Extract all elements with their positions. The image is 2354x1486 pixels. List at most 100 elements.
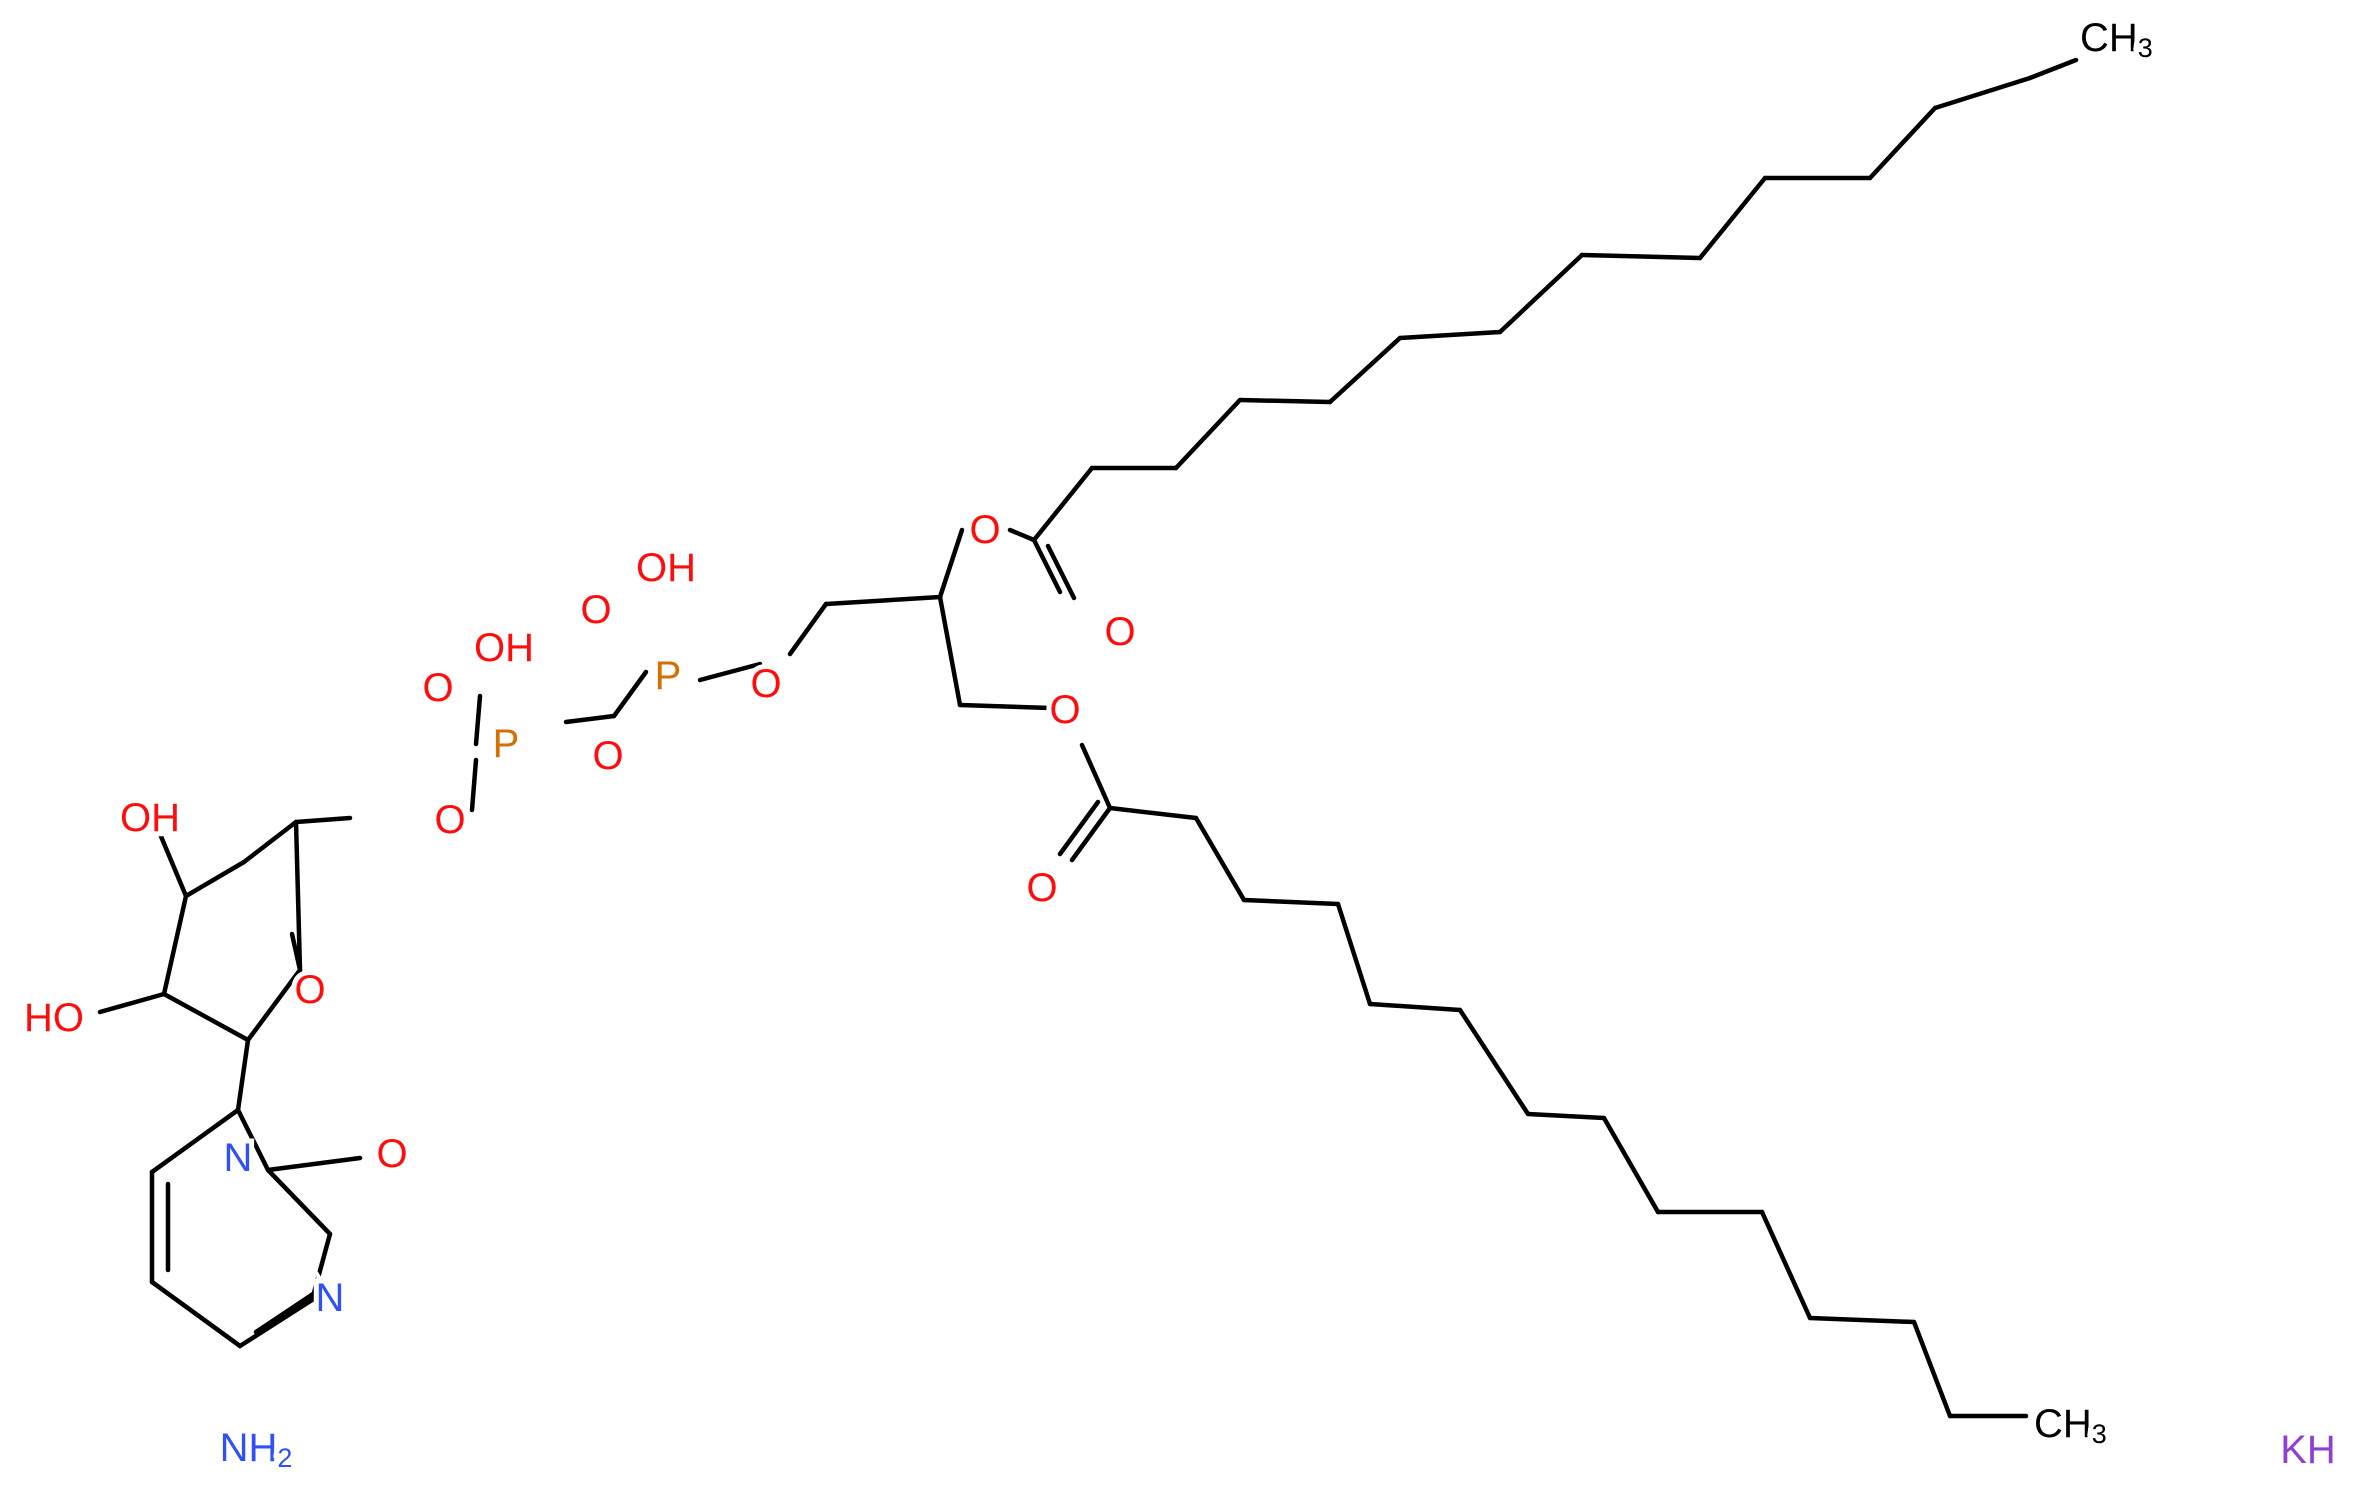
atom-symbol: O bbox=[1049, 688, 1080, 732]
atom-symbol: NH bbox=[220, 1426, 278, 1470]
atom-subscript: 2 bbox=[277, 1443, 292, 1473]
bond-line bbox=[237, 1297, 315, 1349]
bond-line bbox=[235, 1037, 251, 1113]
atom-symbol: O bbox=[580, 588, 611, 632]
atom-symbol: KH bbox=[2280, 1428, 2336, 1472]
bond-line bbox=[937, 594, 963, 708]
bond-line bbox=[253, 1289, 319, 1335]
bond-line bbox=[1601, 1115, 1661, 1215]
atom-label-n1: N bbox=[224, 1136, 253, 1180]
bond-line bbox=[2027, 57, 2079, 81]
bond-line bbox=[241, 819, 299, 865]
bond-line bbox=[473, 693, 483, 747]
atom-symbol: CH bbox=[2080, 16, 2138, 60]
atom-label-p-left: P bbox=[493, 722, 520, 766]
atom-subscript: 3 bbox=[2092, 1419, 2107, 1449]
atom-symbol: O bbox=[1026, 866, 1057, 910]
bond-line bbox=[293, 815, 353, 825]
atom-label-p-right-oh: OH bbox=[636, 546, 696, 590]
atom-label-o-ester-bottom: O bbox=[1049, 688, 1080, 732]
atom-label-n3: N bbox=[316, 1276, 345, 1320]
bond-line bbox=[235, 1107, 271, 1173]
bond-line bbox=[149, 1279, 243, 1349]
bond-line bbox=[787, 601, 829, 657]
bond-line bbox=[1079, 742, 1113, 811]
bond-line bbox=[1069, 805, 1113, 863]
atom-subscript: 3 bbox=[2138, 33, 2153, 63]
bond-line bbox=[1335, 901, 1373, 1007]
atom-label-nh2: NH2 bbox=[220, 1426, 293, 1473]
bond-line bbox=[1911, 1319, 1953, 1419]
bond-line bbox=[1497, 252, 1585, 335]
bond-line bbox=[1057, 799, 1101, 857]
bond-line bbox=[563, 713, 617, 725]
atom-symbol: O bbox=[1104, 610, 1135, 654]
bond-line bbox=[149, 1107, 241, 1175]
atom-symbol: OH bbox=[636, 546, 696, 590]
atom-symbol: O bbox=[969, 508, 1000, 552]
bond-line bbox=[1031, 465, 1095, 543]
bond-line bbox=[823, 594, 943, 607]
atom-label-counterion: KH bbox=[2280, 1428, 2336, 1472]
atom-symbol: HO bbox=[24, 996, 84, 1040]
atom-symbol: O bbox=[422, 666, 453, 710]
bond-line bbox=[265, 1167, 333, 1237]
atom-label-oh-ribose-3: OH bbox=[120, 796, 180, 840]
bond-line bbox=[293, 819, 303, 973]
atom-symbol: N bbox=[316, 1276, 345, 1320]
bond-line bbox=[957, 702, 1053, 711]
bond-line bbox=[161, 991, 251, 1043]
bond-line bbox=[1045, 543, 1077, 601]
bond-line bbox=[1031, 537, 1063, 595]
bond-line bbox=[1107, 805, 1199, 821]
bond-lines bbox=[97, 57, 2079, 1419]
bond-line bbox=[697, 661, 763, 683]
atom-label-p-right: P bbox=[655, 654, 682, 698]
bond-line bbox=[1759, 1209, 1813, 1321]
bond-line bbox=[1173, 397, 1243, 471]
atom-label-oh-ribose-2: HO bbox=[24, 996, 84, 1040]
atom-label-ch3-top: CH3 bbox=[2080, 16, 2153, 63]
bond-line bbox=[1697, 175, 1768, 261]
bond-line bbox=[1807, 1315, 1917, 1325]
bond-line bbox=[1579, 252, 1703, 261]
atom-label-p-left-oxo: O bbox=[422, 666, 453, 710]
atom-label-o-bridge: O bbox=[592, 734, 623, 778]
atom-label-o-c2: O bbox=[376, 1132, 407, 1176]
atom-symbol: O bbox=[592, 734, 623, 778]
bond-line bbox=[469, 757, 479, 813]
atom-symbol: N bbox=[224, 1136, 253, 1180]
bond-line bbox=[97, 991, 167, 1015]
atom-symbol: O bbox=[750, 662, 781, 706]
atom-symbol: O bbox=[434, 798, 465, 842]
bond-line bbox=[1241, 897, 1341, 907]
atom-symbol: O bbox=[376, 1132, 407, 1176]
bond-line bbox=[1237, 397, 1333, 405]
atom-symbol: O bbox=[294, 968, 325, 1012]
bond-line bbox=[1397, 329, 1503, 341]
bond-line bbox=[245, 967, 303, 1043]
bond-line bbox=[1367, 1001, 1463, 1013]
atom-label-p-right-oxo: O bbox=[580, 588, 611, 632]
atom-symbol: P bbox=[655, 654, 682, 698]
bond-line bbox=[1457, 1007, 1531, 1117]
atom-label-o-ribose-5: O bbox=[434, 798, 465, 842]
atom-symbol: OH bbox=[120, 796, 180, 840]
bond-line bbox=[157, 831, 189, 899]
atom-label-o-ring: O bbox=[294, 968, 325, 1012]
bond-line bbox=[1327, 335, 1403, 405]
atom-label-o-glycerol-phosphate: O bbox=[750, 662, 781, 706]
atom-label-o-carbonyl-top: O bbox=[1104, 610, 1135, 654]
bond-line bbox=[265, 1155, 363, 1173]
bond-line bbox=[183, 859, 247, 899]
atom-symbol: CH bbox=[2034, 1402, 2092, 1446]
bond-line bbox=[1867, 105, 1938, 181]
bond-line bbox=[161, 893, 189, 997]
atom-label-ch3-bottom: CH3 bbox=[2034, 1402, 2107, 1449]
atom-label-o-carbonyl-bottom: O bbox=[1026, 866, 1057, 910]
bond-line bbox=[309, 1231, 333, 1303]
bond-line bbox=[1525, 1111, 1607, 1121]
bond-line bbox=[1193, 815, 1247, 903]
